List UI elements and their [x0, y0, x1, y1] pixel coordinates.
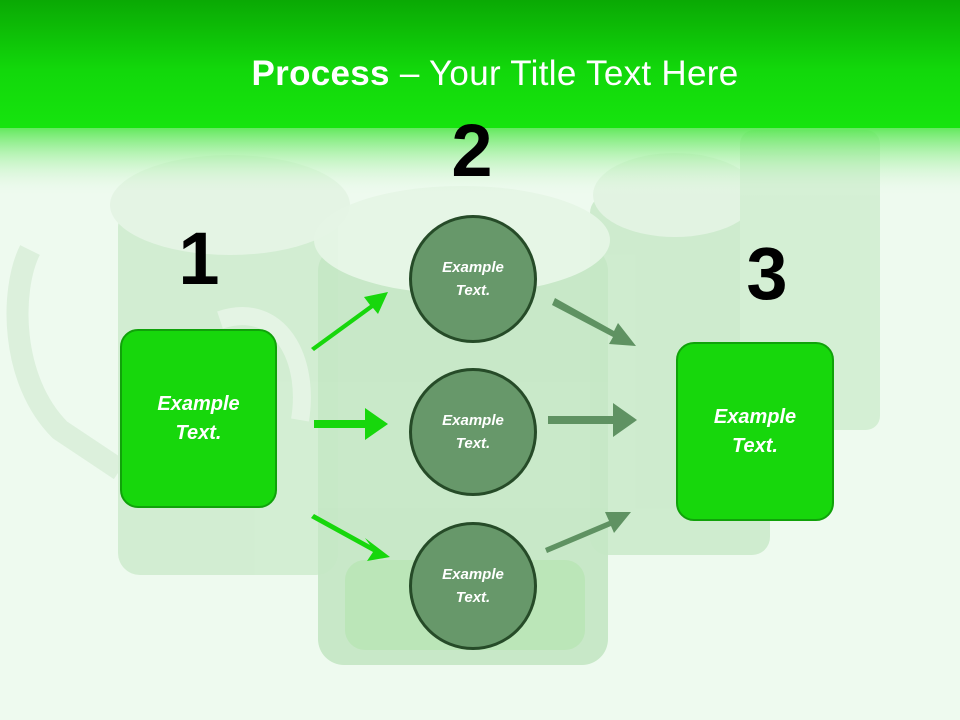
header-band	[0, 0, 960, 128]
step-3-text-line2: Text.	[732, 434, 778, 457]
arrow-down-right-2	[552, 298, 636, 346]
arrow-up-right	[311, 292, 388, 351]
step-number-2: 2	[451, 109, 493, 192]
arrows-to-box	[545, 298, 637, 553]
arrow-down-right	[311, 514, 390, 561]
arrow-right-2	[548, 403, 637, 437]
circle-3-text-line1: Example	[442, 566, 504, 583]
title-bold: Process	[251, 54, 390, 93]
arrow-up-right-2	[545, 512, 631, 553]
step-3-text-line1: Example	[713, 405, 797, 428]
step-1-text-line2: Text.	[175, 421, 222, 444]
step-number-1: 1	[178, 217, 220, 300]
title-rest: – Your Title Text Here	[389, 54, 739, 93]
circle-2-text-line1: Example	[442, 412, 504, 429]
step-1-text-line1: Example	[157, 392, 240, 415]
circle-3-text-line2: Text.	[455, 589, 491, 606]
circle-2-text-line2: Text.	[455, 435, 491, 452]
circle-1-text-line2: Text.	[455, 282, 491, 299]
arrows-to-circles	[311, 292, 390, 561]
arrow-right-1	[314, 408, 388, 440]
circle-1-text-line1: Example	[442, 259, 504, 276]
step-number-3: 3	[746, 232, 788, 315]
page-title: Process – Your Title Text Here	[0, 52, 960, 96]
